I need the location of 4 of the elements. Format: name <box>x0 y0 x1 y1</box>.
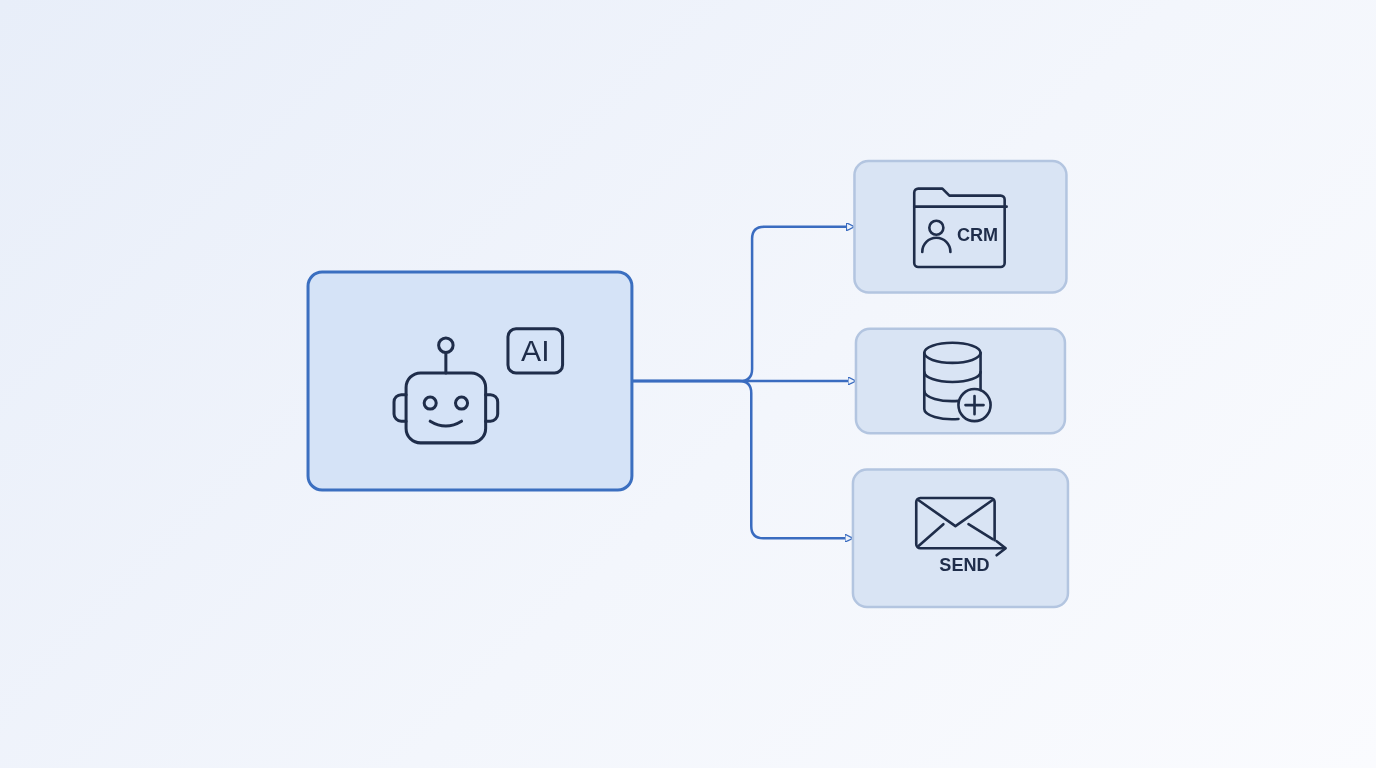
node-box: SEND <box>851 468 1070 609</box>
node-box <box>854 327 1067 435</box>
node-box: CRM <box>853 159 1068 294</box>
node-box: AI <box>306 270 634 492</box>
